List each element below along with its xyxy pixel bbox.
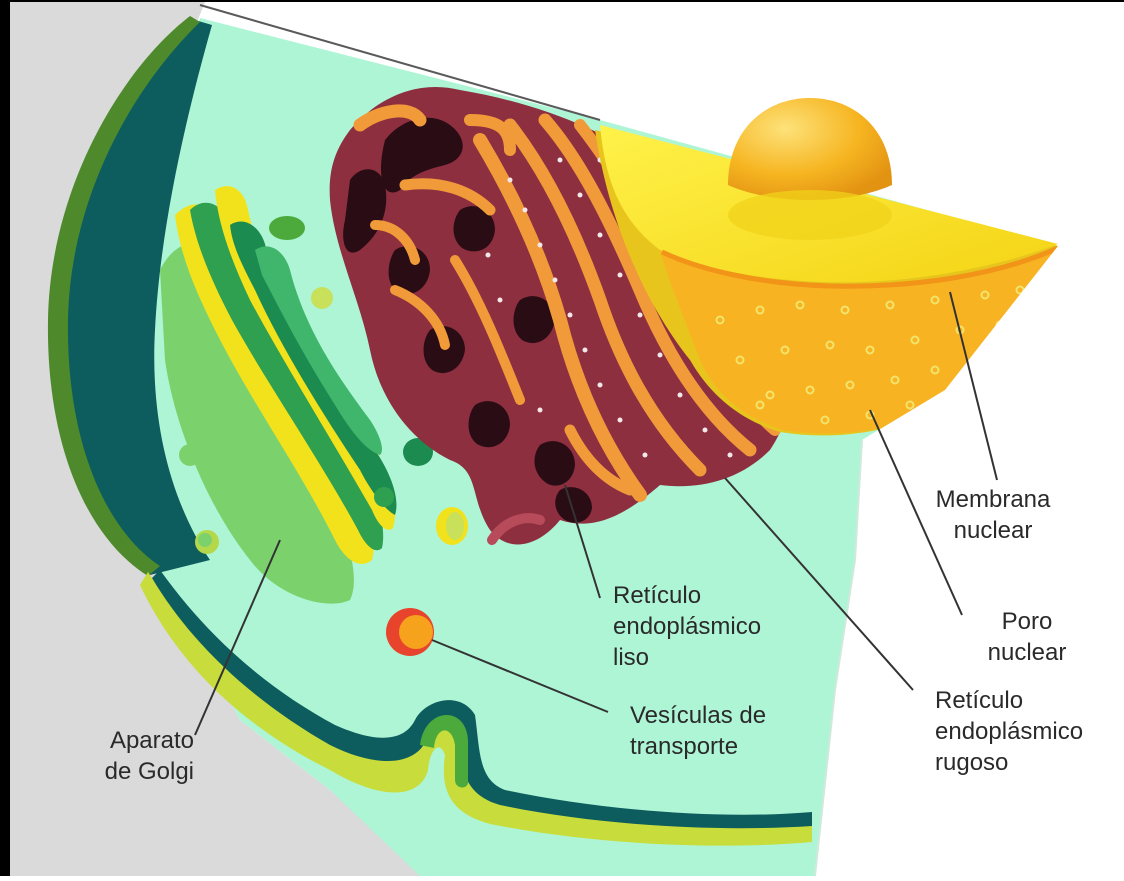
label-nuclear-membrane: Membrana nuclear	[918, 484, 1068, 546]
label-nuclear-pore: Poro nuclear	[962, 606, 1092, 668]
label-rough-er: Retículo endoplásmico rugoso	[935, 685, 1083, 778]
label-golgi-apparatus: Aparato de Golgi	[60, 725, 194, 787]
label-smooth-er: Retículo endoplásmico liso	[613, 580, 761, 673]
label-transport-vesicles: Vesículas de transporte	[630, 700, 766, 762]
